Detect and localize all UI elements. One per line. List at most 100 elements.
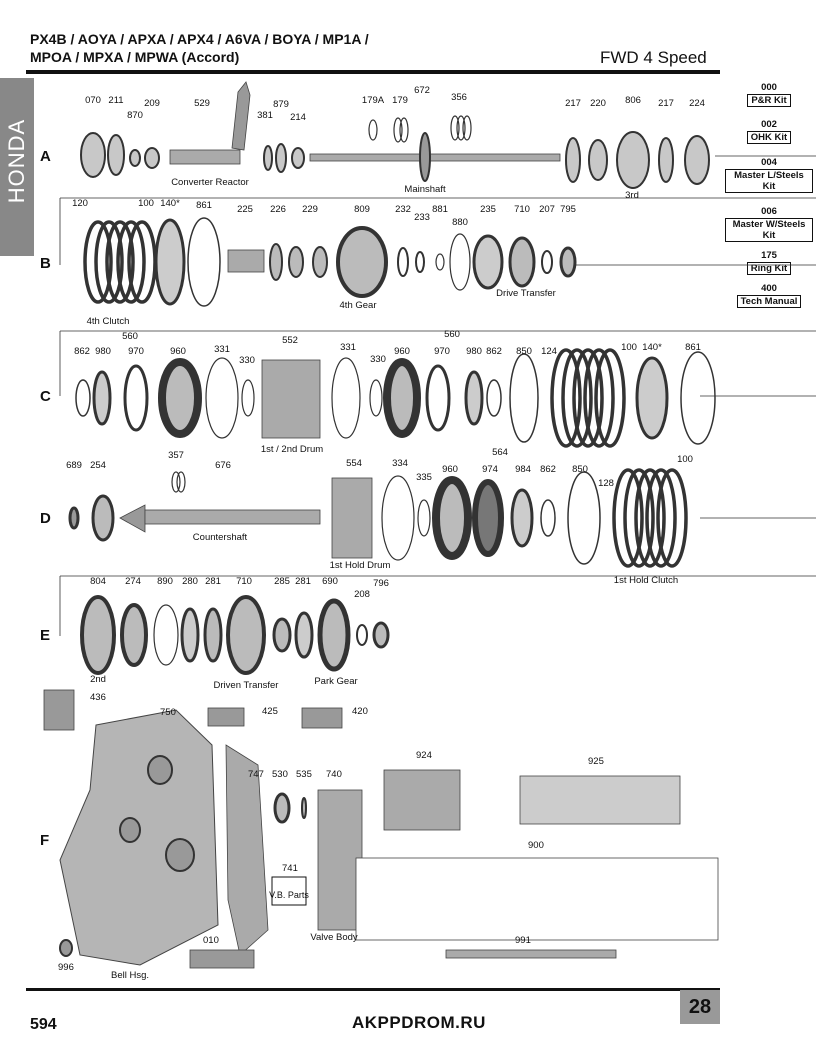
part-number-label: 285 xyxy=(274,576,290,587)
solenoid-436 xyxy=(43,689,75,731)
ring-part xyxy=(59,939,73,957)
part-number-label: 254 xyxy=(90,460,106,471)
row-letter-c: C xyxy=(40,388,51,405)
part-number-label: 179 xyxy=(392,95,408,106)
part-number-label: 420 xyxy=(352,706,368,717)
row-letter-b: B xyxy=(40,255,51,272)
1st-2nd-drum xyxy=(261,359,321,439)
kit-name: Ring Kit xyxy=(746,262,792,275)
ring-part xyxy=(273,792,291,824)
part-number-label: 425 xyxy=(262,706,278,717)
part-number-label: 281 xyxy=(205,576,221,587)
part-number-label: 179A xyxy=(362,95,385,106)
ring-part xyxy=(658,137,674,183)
ring-part xyxy=(119,817,141,843)
part-number-label: 710 xyxy=(236,576,252,587)
part-number-label: 220 xyxy=(590,98,606,109)
ring-part xyxy=(616,131,650,189)
part-number-label: 560 xyxy=(444,329,460,340)
ring-part xyxy=(154,218,186,306)
ring-part xyxy=(176,471,186,493)
ring-part xyxy=(381,475,415,561)
part-name-label: 3rd xyxy=(625,190,639,201)
ring-part xyxy=(462,115,472,141)
row-letter-d: D xyxy=(40,510,51,527)
sensor-420 xyxy=(301,707,343,729)
part-number-label: 862 xyxy=(74,346,90,357)
ring-part xyxy=(68,506,80,530)
part-number-label: 804 xyxy=(90,576,106,587)
ring-part xyxy=(80,132,106,178)
part-name-label: Driven Transfer xyxy=(214,680,279,691)
part-number-label: 330 xyxy=(370,354,386,365)
ring-part xyxy=(356,624,368,646)
bracket-010 xyxy=(189,949,255,969)
part-number-label: 225 xyxy=(237,204,253,215)
part-number-label: 710 xyxy=(514,204,530,215)
driven-transfer-gear xyxy=(226,595,266,675)
ring-part xyxy=(449,233,471,291)
part-number-label: 010 xyxy=(203,935,219,946)
ring-part xyxy=(203,607,223,663)
part-number-label: 881 xyxy=(432,204,448,215)
part-number-label: 879 xyxy=(273,99,289,110)
part-number-label: 140* xyxy=(160,198,180,209)
ring-part xyxy=(456,115,466,141)
part-name-label: V.B. Parts xyxy=(269,890,309,900)
mainshaft-flange xyxy=(419,132,431,182)
part-number-label: 747 xyxy=(248,769,264,780)
part-number-label: 535 xyxy=(296,769,312,780)
ring-part xyxy=(432,476,472,560)
part-name-label: 1st / 2nd Drum xyxy=(261,444,323,455)
part-number-label: 960 xyxy=(442,464,458,475)
site-name: AKPPDROM.RU xyxy=(352,1013,486,1032)
2nd-gear xyxy=(80,595,116,675)
ring-part xyxy=(144,147,160,169)
part-number-label: 331 xyxy=(340,342,356,353)
part-number-label: 925 xyxy=(588,756,604,767)
ring-part xyxy=(472,479,504,557)
part-number-label: 862 xyxy=(540,464,556,475)
part-number-label: 554 xyxy=(346,458,362,469)
part-name-label: Converter Reactor xyxy=(171,177,249,188)
kit-number: 000 xyxy=(761,82,777,93)
part-number-label: 235 xyxy=(480,204,496,215)
ring-part xyxy=(75,379,91,417)
ring-part xyxy=(399,117,409,143)
flow-lines xyxy=(59,155,816,636)
part-number-label: 208 xyxy=(354,589,370,600)
kit-number: 004 xyxy=(761,157,777,168)
ring-part xyxy=(291,147,305,169)
part-number-label: 672 xyxy=(414,85,430,96)
title-line-2: MPOA / MPXA / MPWA (Accord) xyxy=(30,49,240,65)
part-number-label: 980 xyxy=(466,346,482,357)
ring-part xyxy=(153,604,179,666)
ring-part xyxy=(486,379,502,417)
ring-part xyxy=(464,370,484,426)
ring-part xyxy=(393,117,403,143)
valve-components-900 xyxy=(355,857,719,941)
part-name-label: 2nd xyxy=(90,674,106,685)
part-number-label: 100 xyxy=(621,342,637,353)
part-number-label: 924 xyxy=(416,750,432,761)
part-number-label: 564 xyxy=(492,447,508,458)
part-number-label: 281 xyxy=(295,576,311,587)
ring-part xyxy=(116,220,146,304)
ring-part xyxy=(684,135,710,185)
row-letter-a: A xyxy=(40,148,51,165)
ring-part xyxy=(123,364,149,432)
part-number-label: 795 xyxy=(560,204,576,215)
part-name-label: Valve Body xyxy=(310,932,358,943)
ring-part xyxy=(158,358,202,438)
ring-part xyxy=(269,243,283,281)
ring-part xyxy=(263,145,273,171)
part-name-label: Bell Hsg. xyxy=(111,970,149,981)
kit-number: 002 xyxy=(761,119,777,130)
part-number-label: 970 xyxy=(434,346,450,357)
